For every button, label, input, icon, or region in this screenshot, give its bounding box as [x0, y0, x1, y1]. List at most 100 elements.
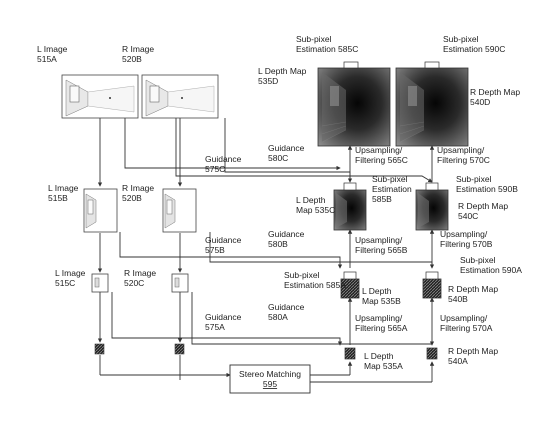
label-line: Estimation [372, 184, 412, 194]
label-line: 585B [372, 194, 392, 204]
label-line: 540A [448, 356, 468, 366]
label-line: Filtering 565C [355, 155, 408, 165]
label-line: Estimation 590A [460, 265, 522, 275]
label-line: 595 [263, 379, 277, 389]
label-line: 520C [124, 278, 144, 288]
r-depth-map-540c [415, 189, 449, 231]
l-depth-map-535d [317, 67, 391, 147]
label-line: Filtering 570A [440, 323, 493, 333]
subpixel-block-590a [425, 271, 439, 280]
label-line: Map 535C [296, 205, 335, 215]
l-image-515b [83, 188, 118, 233]
label-line: L Image [37, 44, 68, 54]
r-image-520b-mid [162, 188, 197, 233]
label-line: Estimation 585C [296, 44, 358, 54]
label-line: R Depth Map [470, 87, 520, 97]
label-line: Estimation 590C [443, 44, 505, 54]
r-depth-map-540a [426, 347, 438, 360]
label-line: 575B [205, 245, 225, 255]
label-line: Guidance [205, 154, 242, 164]
l-image-515c [91, 273, 109, 293]
label-line: Guidance [205, 312, 242, 322]
label-line: Map 535A [364, 361, 403, 371]
label-line: Sub-pixel [456, 174, 492, 184]
edge-guidance-575a [111, 292, 343, 346]
label-line: Sub-pixel [296, 34, 332, 44]
subpixel-block-590c [424, 61, 440, 69]
r-image-520c [171, 273, 189, 293]
label-line: Upsampling/ [440, 229, 488, 239]
l-depth-map-535c [333, 189, 367, 231]
label-line: L Depth [364, 351, 394, 361]
label-line: Filtering 565B [355, 245, 408, 255]
subpixel-block-585b [343, 182, 357, 191]
label-line: 575C [205, 164, 225, 174]
label-line: R Depth Map [458, 201, 508, 211]
label-line: L Depth [362, 286, 392, 296]
label-line: Sub-pixel [372, 174, 408, 184]
label-upsampling-565a: Upsampling/Filtering 565A [355, 313, 408, 333]
label-line: 520B [122, 54, 142, 64]
r-depth-map-540d [395, 67, 469, 147]
label-line: Upsampling/ [355, 313, 403, 323]
label-line: 515C [55, 278, 75, 288]
r-image-smallest [174, 343, 185, 355]
subpixel-block-585c [343, 61, 359, 69]
r-image-520b [141, 74, 219, 119]
label-line: Guidance [268, 302, 305, 312]
edge-guidance-575c [124, 118, 341, 171]
label-line: Upsampling/ [355, 145, 403, 155]
label-line: R Depth Map [448, 284, 498, 294]
label-line: Upsampling/ [355, 235, 403, 245]
label-line: Sub-pixel [443, 34, 479, 44]
label-line: Sub-pixel [460, 255, 496, 265]
l-image-smallest [94, 343, 105, 355]
label-line: L Image [55, 268, 86, 278]
label-line: Upsampling/ [437, 145, 485, 155]
label-line: R Image [124, 268, 156, 278]
label-line: 580A [268, 312, 288, 322]
label-line: 580B [268, 239, 288, 249]
label-upsampling-570a: Upsampling/Filtering 570A [440, 313, 493, 333]
l-depth-map-535a [344, 347, 356, 360]
r-depth-map-540b [422, 278, 442, 299]
label-line: R Image [122, 44, 154, 54]
label-line: Guidance [268, 229, 305, 239]
label-line: L Depth Map [258, 66, 307, 76]
label-line: 515B [48, 193, 68, 203]
label-line: 540C [458, 211, 478, 221]
label-line: Guidance [268, 143, 305, 153]
label-line: Stereo Matching [239, 369, 301, 379]
label-line: 540B [448, 294, 468, 304]
label-upsampling-570c: Upsampling/Filtering 570C [437, 145, 490, 165]
edge-guidance-580c-r [175, 118, 433, 183]
label-line: Map 535B [362, 296, 401, 306]
label-line: Filtering 570C [437, 155, 490, 165]
label-upsampling-570b: Upsampling/Filtering 570B [440, 229, 493, 249]
